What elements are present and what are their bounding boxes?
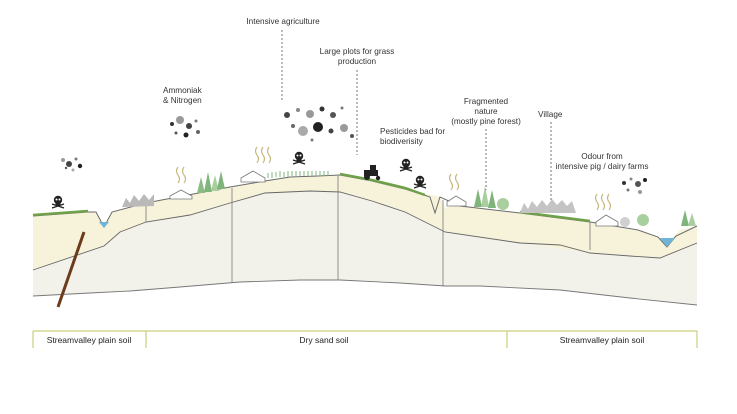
stream-water: [660, 238, 675, 247]
landscape-features: [122, 165, 696, 227]
tractor-icon: [364, 165, 381, 181]
grass-tufts: [267, 171, 329, 178]
bottom-line: [32, 279, 698, 306]
label-fragmented-nature: (mostly pine forest): [451, 117, 521, 126]
farm-building-icon: [446, 195, 467, 207]
drainage-pipe: [56, 231, 86, 308]
odour-wave-icon: [448, 173, 460, 191]
skull-icon: [399, 158, 413, 172]
particle-cluster-right: [622, 177, 647, 194]
particle-cluster-agriculture: [284, 106, 354, 142]
label-pesticides: biodiverisity: [380, 137, 424, 146]
farm-building-icon: [169, 189, 193, 200]
tree-icon: [217, 171, 225, 189]
odour-wave-icon: [175, 166, 187, 184]
label-fragmented-nature: Fragmented: [464, 97, 509, 106]
layer-boundary: [32, 190, 698, 271]
skull-icon: [51, 195, 65, 209]
soil-zone-label: Dry sand soil: [299, 335, 348, 345]
tree-icon: [488, 190, 496, 208]
particle-cluster-left: [61, 157, 83, 172]
farm-building-icon: [595, 214, 619, 227]
soil-zone-label: Streamvalley plain soil: [47, 335, 132, 345]
grass-strip: [32, 172, 591, 223]
label-village: Village: [538, 110, 563, 119]
topsoil-layer: [33, 175, 697, 270]
skull-icon: [413, 175, 427, 189]
label-large-plots: production: [338, 57, 377, 66]
label-odour: Odour from: [581, 152, 623, 161]
tree-icon: [620, 217, 630, 227]
soil-zone-bar: Streamvalley plain soil Dry sand soil St…: [32, 330, 698, 348]
tree-icon: [211, 175, 219, 191]
tree-icon: [637, 214, 649, 226]
village-icon: [520, 199, 576, 213]
ditch-water: [99, 222, 109, 228]
label-fragmented-nature: nature: [474, 107, 498, 116]
tree-icon: [688, 213, 696, 226]
label-large-plots: Large plots for grass: [320, 47, 395, 56]
label-ammoniak: & Nitrogen: [163, 96, 202, 105]
tree-icon: [204, 172, 212, 192]
subsoil-layer: [33, 191, 697, 305]
soil-zone-label: Streamvalley plain soil: [560, 335, 645, 345]
label-odour: intensive pig / dairy farms: [556, 162, 649, 171]
leader-lines: [281, 30, 552, 200]
tree-icon: [497, 198, 509, 210]
odour-icons: [175, 146, 612, 211]
tree-icon: [474, 189, 482, 207]
tree-icon: [481, 186, 489, 207]
tree-icon: [197, 177, 205, 193]
odour-wave-icon: [594, 193, 612, 211]
skull-icon: [292, 151, 306, 165]
farm-building-icon: [240, 170, 266, 183]
soil-body: [32, 172, 698, 308]
particle-cluster-ammoniak: [170, 116, 200, 138]
label-ammoniak: Ammoniak: [163, 86, 203, 95]
odour-wave-icon: [254, 146, 272, 164]
label-intensive-agriculture: Intensive agriculture: [246, 17, 320, 26]
village-icon: [122, 194, 154, 207]
label-pesticides: Pesticides bad for: [380, 127, 445, 136]
annotation-labels: Intensive agriculture Large plots for gr…: [163, 17, 648, 171]
tree-icon: [681, 210, 689, 226]
